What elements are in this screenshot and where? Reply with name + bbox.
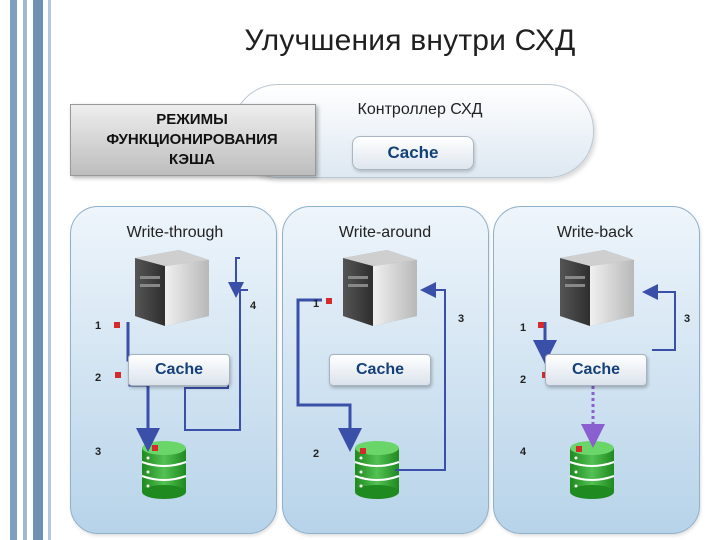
controller-label: Контроллер СХД (357, 101, 483, 118)
controller-cache-pill: Cache (352, 136, 474, 170)
cache-box-write-through: Cache (128, 354, 230, 386)
step-number: 4 (520, 446, 527, 458)
step-number: 3 (95, 446, 102, 458)
step-number: 2 (313, 448, 320, 460)
decorative-stripes (10, 0, 51, 540)
panel-title-write-through: Write-through (126, 224, 224, 241)
step-number: 1 (95, 320, 102, 332)
server-icon-write-through (135, 250, 209, 326)
step-number: 4 (250, 300, 257, 312)
panel-title-write-back: Write-back (556, 224, 634, 241)
panel-title-write-around: Write-around (338, 224, 432, 241)
database-icon-write-through (141, 440, 187, 500)
server-icon-write-back (560, 250, 634, 326)
server-icon-write-around (343, 250, 417, 326)
cache-modes-label: РЕЖИМЫ ФУНКЦИОНИРОВАНИЯ КЭША (106, 111, 278, 168)
step-number: 2 (95, 372, 102, 384)
page-title: Улучшения внутри СХД (244, 24, 576, 57)
step-number: 2 (520, 374, 527, 386)
step-number: 1 (313, 298, 320, 310)
step-number: 3 (684, 313, 691, 325)
cache-modes-box (70, 104, 316, 176)
step-number: 1 (520, 322, 527, 334)
step-number: 3 (458, 313, 465, 325)
cache-box-write-around: Cache (329, 354, 431, 386)
cache-box-write-back: Cache (545, 354, 647, 386)
